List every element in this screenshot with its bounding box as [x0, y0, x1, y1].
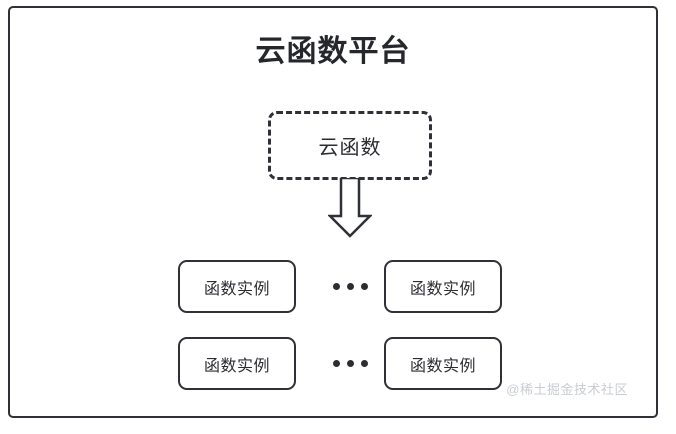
- page-title: 云函数平台: [255, 35, 411, 68]
- cloud-function-node: 云函数: [268, 111, 432, 180]
- instance-row: 函数实例 函数实例: [10, 260, 660, 313]
- ellipsis-dot: [346, 360, 354, 367]
- down-block-arrow-icon: [328, 178, 372, 238]
- cloud-function-node-label: 云函数: [318, 137, 382, 159]
- function-instance-box[interactable]: 函数实例: [384, 260, 502, 313]
- function-instance-box[interactable]: 函数实例: [178, 260, 296, 313]
- instance-row: 函数实例 函数实例: [10, 337, 660, 390]
- function-instance-label: 函数实例: [409, 357, 476, 375]
- watermark: @稀土掘金技术社区: [506, 382, 628, 397]
- function-instance-box[interactable]: 函数实例: [384, 337, 502, 390]
- ellipsis-dot: [360, 283, 368, 290]
- function-instance-label: 函数实例: [203, 357, 270, 375]
- ellipsis-dot: [332, 360, 340, 367]
- ellipsis-indicator: [322, 260, 378, 313]
- ellipsis-indicator: [322, 337, 378, 390]
- function-instance-label: 函数实例: [203, 280, 270, 298]
- cloud-function-platform-container: 云函数平台 云函数 函数实例 函数实例 函数实例: [8, 6, 658, 418]
- function-instance-label: 函数实例: [409, 280, 476, 298]
- ellipsis-dot: [346, 283, 354, 290]
- ellipsis-dot: [360, 360, 368, 367]
- ellipsis-dot: [332, 283, 340, 290]
- function-instance-box[interactable]: 函数实例: [178, 337, 296, 390]
